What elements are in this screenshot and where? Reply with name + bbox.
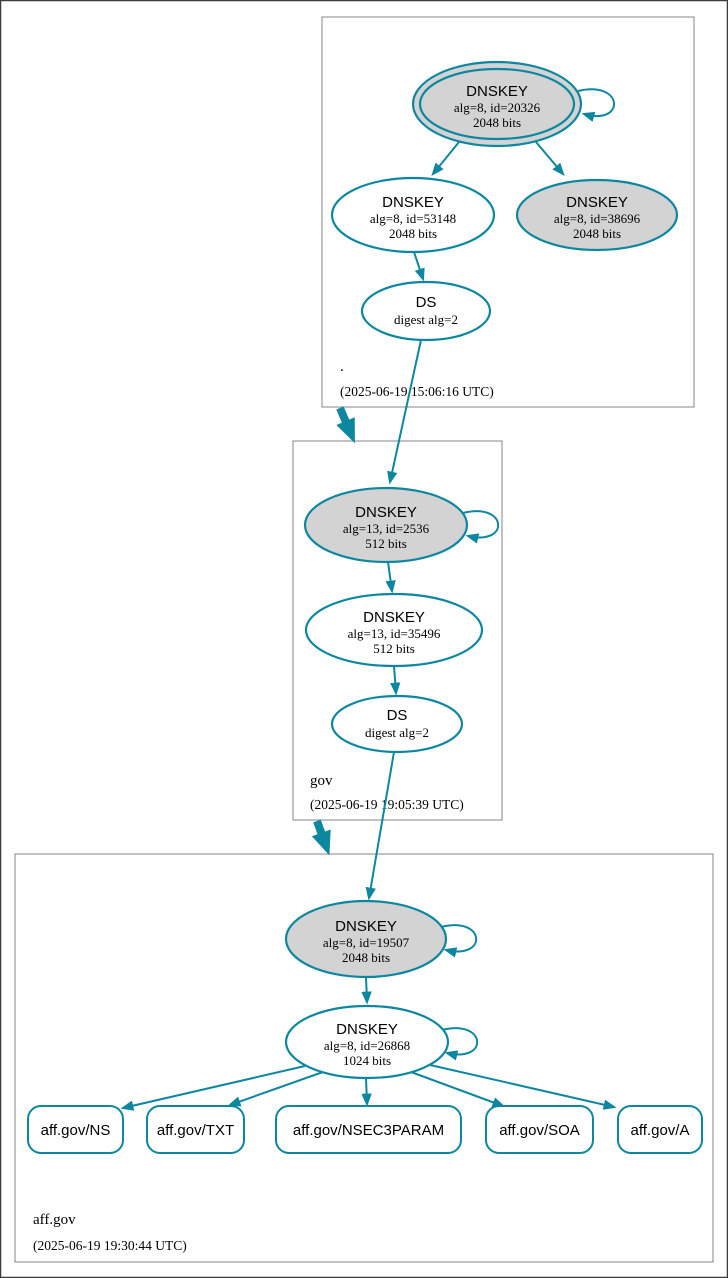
node-detail: 1024 bits (343, 1053, 391, 1068)
edge-rrsig-selfloop-affgov-ksk (440, 924, 478, 958)
node-detail: alg=8, id=38696 (554, 211, 641, 226)
node-detail: 2048 bits (389, 226, 437, 241)
node-rrset-soa[interactable]: aff.gov/SOA (485, 1105, 594, 1154)
edge-rrsig-selfloop-root-ksk (577, 88, 615, 122)
ksk-outer-ellipse (411, 60, 583, 148)
node-detail: alg=8, id=19507 (323, 935, 410, 950)
node-title: DNSKEY (363, 609, 425, 626)
node-title: DNSKEY (355, 504, 417, 521)
node-root-zsk-dnskey[interactable]: DNSKEY alg=8, id=53148 2048 bits (330, 176, 496, 254)
node-detail: digest alg=2 (394, 312, 458, 327)
rrset-label: aff.gov/TXT (157, 1122, 234, 1139)
edge-gov-ds-to-affgov-ksk (365, 751, 395, 901)
edge-rrsig-affgov-ksk-to-zsk (361, 976, 372, 1005)
zsk-ellipse (330, 176, 496, 254)
rrset-box (27, 1105, 124, 1154)
node-rrset-a[interactable]: aff.gov/A (617, 1105, 703, 1154)
node-detail: alg=8, id=20326 (454, 100, 541, 115)
edge-delegation-gov-to-affgov (311, 819, 331, 856)
edge-rrsig-selfloop-affgov-zsk (441, 1027, 479, 1061)
edge-rrsig-selfloop-gov-ksk (462, 510, 500, 544)
edge-rrsig-root-ksk-to-zsk (431, 141, 460, 177)
rrset-box (617, 1105, 703, 1154)
node-title: DNSKEY (466, 83, 528, 100)
edge-rrsig-zsk-to-nsec3param (361, 1077, 372, 1107)
node-title: DNSKEY (336, 1021, 398, 1038)
edge-rrsig-zsk-to-txt (227, 1071, 324, 1107)
zone-timestamp-gov: (2025-06-19 19:05:39 UTC) (310, 797, 464, 812)
edge-delegation-root-to-gov (336, 406, 355, 444)
edge-root-zsk-to-ds (413, 251, 425, 282)
node-detail: 2048 bits (573, 226, 621, 241)
node-detail: digest alg=2 (365, 725, 429, 740)
rrset-label: aff.gov/NS (41, 1122, 111, 1139)
zone-label-root: . (340, 359, 344, 375)
edge-gov-zsk-to-ds (390, 665, 401, 696)
node-title: DNSKEY (382, 194, 444, 211)
ds-ellipse (330, 694, 464, 754)
node-root-standby-dnskey[interactable]: DNSKEY alg=8, id=38696 2048 bits (515, 178, 679, 252)
rrset-box (146, 1105, 245, 1154)
node-detail: 2048 bits (342, 950, 390, 965)
ds-ellipse (360, 280, 492, 342)
node-detail: alg=8, id=53148 (370, 211, 456, 226)
edge-rrsig-root-ksk-to-standby (535, 141, 565, 176)
edge-rrsig-zsk-to-a (429, 1064, 617, 1110)
node-title: DS (416, 294, 437, 311)
zone-label-gov: gov (310, 773, 333, 789)
rrset-label: aff.gov/NSEC3PARAM (293, 1122, 444, 1139)
node-detail: 512 bits (373, 641, 415, 656)
node-affgov-ksk-dnskey[interactable]: DNSKEY alg=8, id=19507 2048 bits (284, 899, 448, 979)
zone-timestamp-affgov: (2025-06-19 19:30:44 UTC) (33, 1238, 187, 1253)
ksk-ellipse (303, 486, 469, 564)
edge-rrsig-zsk-to-soa (410, 1071, 506, 1108)
node-title: DS (387, 707, 408, 724)
node-title: DNSKEY (566, 194, 628, 211)
node-root-ds[interactable]: DS digest alg=2 (360, 280, 492, 342)
rrset-box (275, 1105, 462, 1154)
node-rrset-ns[interactable]: aff.gov/NS (27, 1105, 124, 1154)
zsk-ellipse (284, 1004, 450, 1080)
ksk-ellipse (284, 899, 448, 979)
zsk-ellipse (304, 592, 484, 668)
node-detail: 512 bits (365, 536, 407, 551)
node-title: DNSKEY (335, 918, 397, 935)
standby-ellipse (515, 178, 679, 252)
node-detail: alg=13, id=2536 (343, 521, 430, 536)
rrset-label: aff.gov/A (631, 1122, 690, 1139)
edge-rrsig-zsk-to-ns (120, 1065, 306, 1111)
node-rrset-txt[interactable]: aff.gov/TXT (146, 1105, 245, 1154)
node-gov-ds[interactable]: DS digest alg=2 (330, 694, 464, 754)
edge-root-ds-to-gov-ksk (387, 339, 422, 485)
zone-label-affgov: aff.gov (33, 1212, 76, 1228)
rrset-box (485, 1105, 594, 1154)
node-root-ksk-dnskey[interactable]: DNSKEY alg=8, id=20326 2048 bits (411, 60, 583, 148)
node-rrset-nsec3param[interactable]: aff.gov/NSEC3PARAM (275, 1105, 462, 1154)
edge-rrsig-gov-ksk-to-zsk (385, 561, 396, 594)
zone-timestamp-root: (2025-06-19 15:06:16 UTC) (340, 384, 494, 399)
node-detail: alg=13, id=35496 (348, 626, 441, 641)
node-gov-zsk-dnskey[interactable]: DNSKEY alg=13, id=35496 512 bits (304, 592, 484, 668)
node-affgov-zsk-dnskey[interactable]: DNSKEY alg=8, id=26868 1024 bits (284, 1004, 450, 1080)
ksk-inner-ellipse (418, 67, 576, 141)
rrset-label: aff.gov/SOA (499, 1122, 580, 1139)
node-detail: 2048 bits (473, 115, 521, 130)
node-detail: alg=8, id=26868 (324, 1038, 410, 1053)
node-gov-ksk-dnskey[interactable]: DNSKEY alg=13, id=2536 512 bits (303, 486, 469, 564)
